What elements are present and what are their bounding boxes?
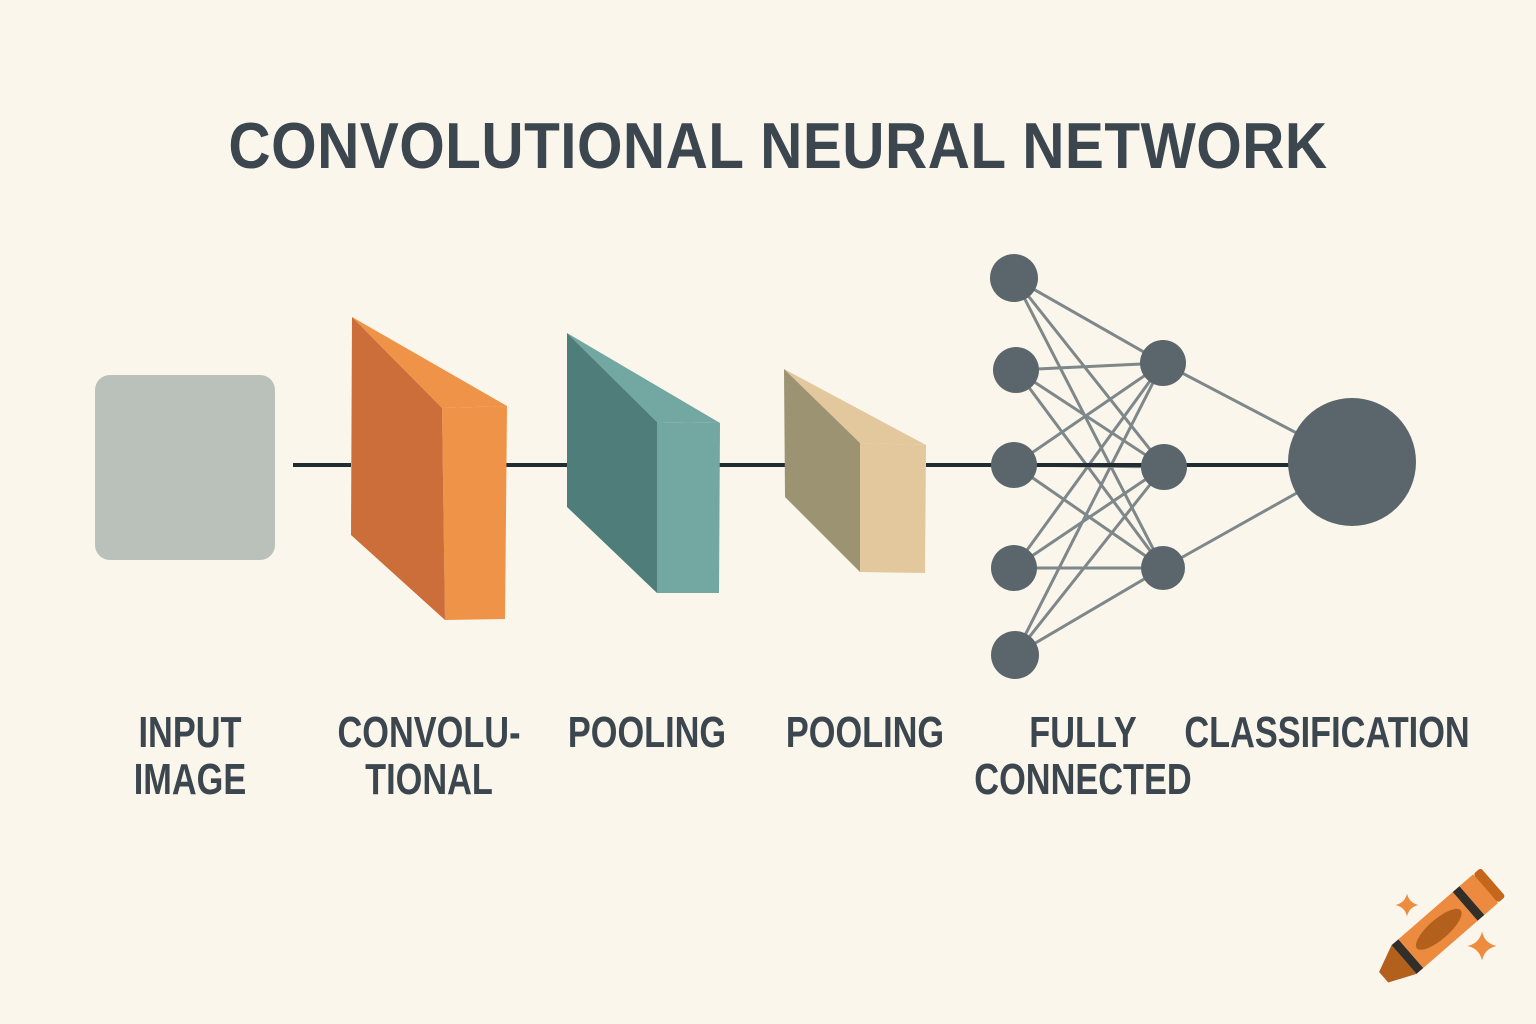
pool2-front-face [784,369,860,572]
label-classification: CLASSIFICATION [1184,709,1469,756]
neuron-node [1140,340,1186,386]
edge-line [1012,277,1166,468]
crayon-label-oval [1415,908,1462,950]
conv-front-face [351,317,445,620]
neuron-node [991,442,1037,488]
conv-top-face [352,317,507,408]
sparkle-icon [1395,893,1419,917]
label-line: INPUT [138,708,242,757]
neuron-node [1141,444,1187,490]
label-pooling-1: POOLING [568,709,726,756]
edge-line [1015,361,1164,372]
neuron-node [991,631,1039,679]
pooling-slab-2 [784,369,926,573]
crayon-band [1452,886,1485,921]
edge-line [1015,368,1165,469]
edge-line [1013,362,1165,656]
edge-line [1013,276,1164,365]
pool1-top-face [567,333,720,423]
neuron-node [990,254,1038,302]
label-convolutional: CONVOLU- TIONAL [337,709,520,803]
edge-line [1014,369,1165,569]
pool2-side-face [860,443,926,573]
neuron-node [991,545,1037,591]
crayon-band [1391,939,1424,974]
sparkle-icon [1467,931,1497,961]
pool2-top-face [784,369,926,445]
page-title: CONVOLUTIONAL NEURAL NETWORK [228,109,1328,182]
edge-line [1013,466,1166,656]
label-line: TIONAL [365,755,493,804]
label-fully-connected: FULLY CONNECTED [974,709,1191,803]
network-nodes [990,254,1416,679]
neuron-node [1141,546,1185,590]
label-line: FULLY [1029,708,1137,757]
convolutional-slab [351,317,507,620]
conv-side-face [442,406,507,620]
crayon-end-cap [1474,869,1505,902]
label-line: POOLING [785,708,945,757]
input-image-square [95,375,275,560]
edge-line [1013,361,1164,467]
edge-line [1012,277,1165,569]
pool1-front-face [567,333,657,593]
label-input-image: INPUT IMAGE [134,709,247,803]
edge-line [1013,465,1165,570]
label-line: CONVOLU- [337,708,521,757]
classification-output-circle [1288,398,1416,526]
label-line: POOLING [567,708,727,757]
pool1-side-face [657,422,720,593]
crayon-end [1459,874,1499,915]
pooling-slab-1 [567,333,720,593]
label-pooling-2: POOLING [786,709,944,756]
label-line: CLASSIFICATION [1184,708,1470,757]
neuron-node [993,347,1039,393]
crayon-icon [1379,869,1505,983]
crayon-tip [1379,945,1417,983]
label-line: CONNECTED [974,755,1192,804]
label-line: IMAGE [133,755,247,804]
edge-line [1014,566,1164,657]
